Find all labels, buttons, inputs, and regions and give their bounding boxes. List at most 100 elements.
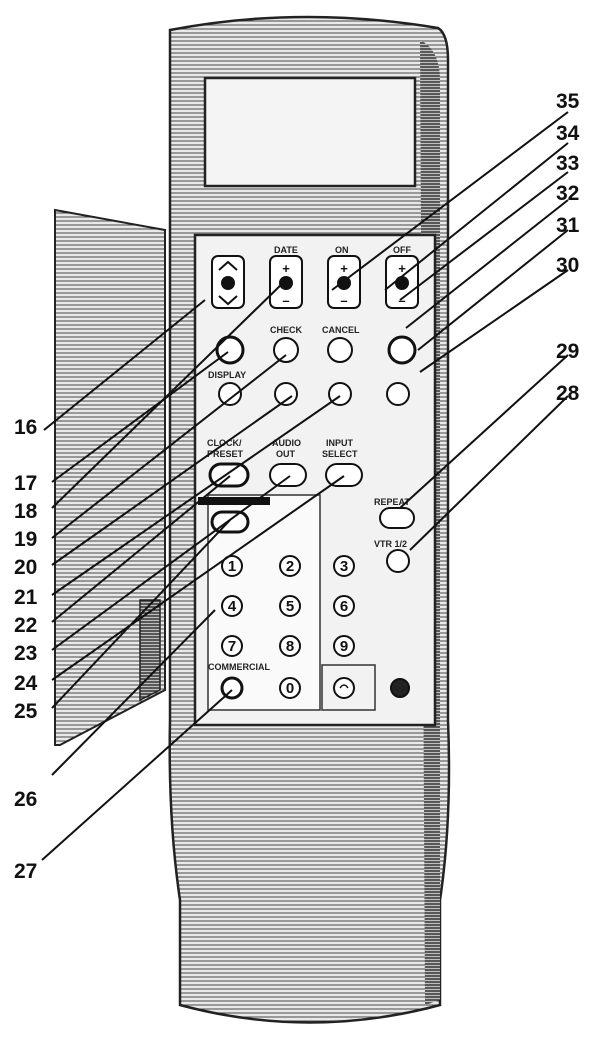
keypad-key[interactable] (221, 595, 243, 617)
callout-23: 23 (14, 642, 37, 665)
repeat-button[interactable] (379, 507, 415, 529)
commercial-skip-button[interactable] (220, 676, 244, 700)
leader-18 (51, 279, 287, 509)
leader-lines (41, 111, 569, 861)
callout-32: 32 (556, 182, 579, 205)
remote-cover-flap (54, 208, 166, 746)
ir-sensor-icon (390, 678, 410, 698)
reset-button[interactable] (274, 382, 298, 406)
callout-16: 16 (14, 416, 37, 439)
keypad-key[interactable] (279, 635, 301, 657)
transfer-button[interactable] (387, 335, 417, 365)
svg-text:+: + (398, 261, 406, 276)
leader-33 (399, 171, 569, 301)
display-window (203, 76, 417, 188)
keypad-digit: 7 (228, 638, 236, 655)
keypad-key[interactable] (221, 635, 243, 657)
svg-text:–: – (340, 293, 347, 308)
label-repeat: REPEAT (374, 497, 410, 507)
leader-27 (41, 689, 233, 861)
keypad-digit: 2 (286, 558, 294, 575)
channel-rocker-button[interactable] (211, 255, 245, 309)
leader-20 (51, 395, 293, 566)
svg-text:–: – (282, 293, 289, 308)
check-button[interactable] (273, 337, 299, 363)
leader-23 (51, 475, 291, 651)
panel-black-strip (198, 497, 270, 505)
keypad-digit: 1 (228, 558, 236, 575)
leader-29 (399, 354, 569, 509)
leader-21 (51, 395, 341, 596)
callout-25: 25 (14, 700, 38, 723)
keypad-key[interactable] (221, 555, 243, 577)
label-input-select-2: SELECT (322, 449, 358, 459)
keypad-digit: 3 (340, 558, 348, 575)
keypad-digit: 5 (286, 598, 294, 615)
label-commercial: COMMERCIAL (208, 662, 270, 672)
leader-34 (384, 142, 569, 291)
callout-31: 31 (556, 214, 580, 237)
callout-17: 17 (14, 472, 37, 495)
vtr-select-button[interactable] (386, 549, 410, 573)
display-button[interactable] (218, 382, 242, 406)
svg-text:+: + (282, 261, 290, 276)
label-clock-preset-2: PRESET (207, 449, 244, 459)
label-off: OFF (393, 245, 411, 255)
label-audio-out-2: OUT (276, 449, 296, 459)
leader-28 (409, 395, 569, 551)
callout-22: 22 (14, 614, 37, 637)
callout-21: 21 (14, 586, 38, 609)
keypad-key[interactable] (279, 677, 301, 699)
leader-30 (419, 269, 569, 373)
date-rocker-button[interactable]: + – (269, 255, 303, 309)
callout-19: 19 (14, 528, 37, 551)
cancel-button[interactable] (327, 337, 353, 363)
callout-26: 26 (14, 788, 37, 811)
callout-18: 18 (14, 500, 38, 523)
leader-22 (51, 475, 231, 623)
keypad-key[interactable] (333, 595, 355, 617)
keypad-key[interactable] (333, 555, 355, 577)
audio-out-button[interactable] (269, 463, 307, 487)
return-button[interactable] (333, 677, 355, 699)
clock-preset-button[interactable] (208, 462, 250, 488)
label-vtr: VTR 1/2 (374, 539, 407, 549)
label-check: CHECK (270, 325, 303, 335)
counter-button[interactable] (386, 382, 410, 406)
return-arrow-icon (339, 684, 349, 689)
callout-35: 35 (556, 90, 580, 113)
callout-33: 33 (556, 152, 579, 175)
keypad-key[interactable] (333, 635, 355, 657)
keypad-key[interactable] (279, 555, 301, 577)
return-area (321, 664, 376, 711)
input-select-button[interactable] (325, 463, 363, 487)
keypad-key[interactable] (279, 595, 301, 617)
callout-20: 20 (14, 556, 37, 579)
timer-rec-button[interactable] (215, 335, 245, 365)
leader-17 (51, 351, 229, 483)
keypad-digit: 0 (286, 680, 294, 697)
keypad-digit: 6 (340, 598, 348, 615)
keypad-digit: 4 (228, 598, 237, 615)
callout-27: 27 (14, 860, 37, 883)
label-display: DISPLAY (208, 370, 246, 380)
label-audio-out-1: AUDIO (272, 438, 301, 448)
leader-32 (405, 199, 569, 329)
leader-26 (51, 609, 216, 776)
svg-text:+: + (340, 261, 348, 276)
label-date: DATE (274, 245, 298, 255)
leader-35 (331, 111, 569, 291)
leader-16 (43, 299, 206, 431)
off-rocker-button[interactable]: + – (385, 255, 419, 309)
leader-19 (51, 354, 287, 539)
label-on: ON (335, 245, 349, 255)
numeric-keypad: 1 2 3 4 5 6 7 8 9 0 (221, 555, 355, 699)
label-cancel: CANCEL (322, 325, 360, 335)
callout-30: 30 (556, 254, 579, 277)
keypad-digit: 9 (340, 638, 348, 655)
leader-31 (417, 229, 569, 351)
label-input-select-1: INPUT (326, 438, 354, 448)
leader-24 (51, 475, 345, 681)
keypad-digit: 8 (286, 638, 294, 655)
